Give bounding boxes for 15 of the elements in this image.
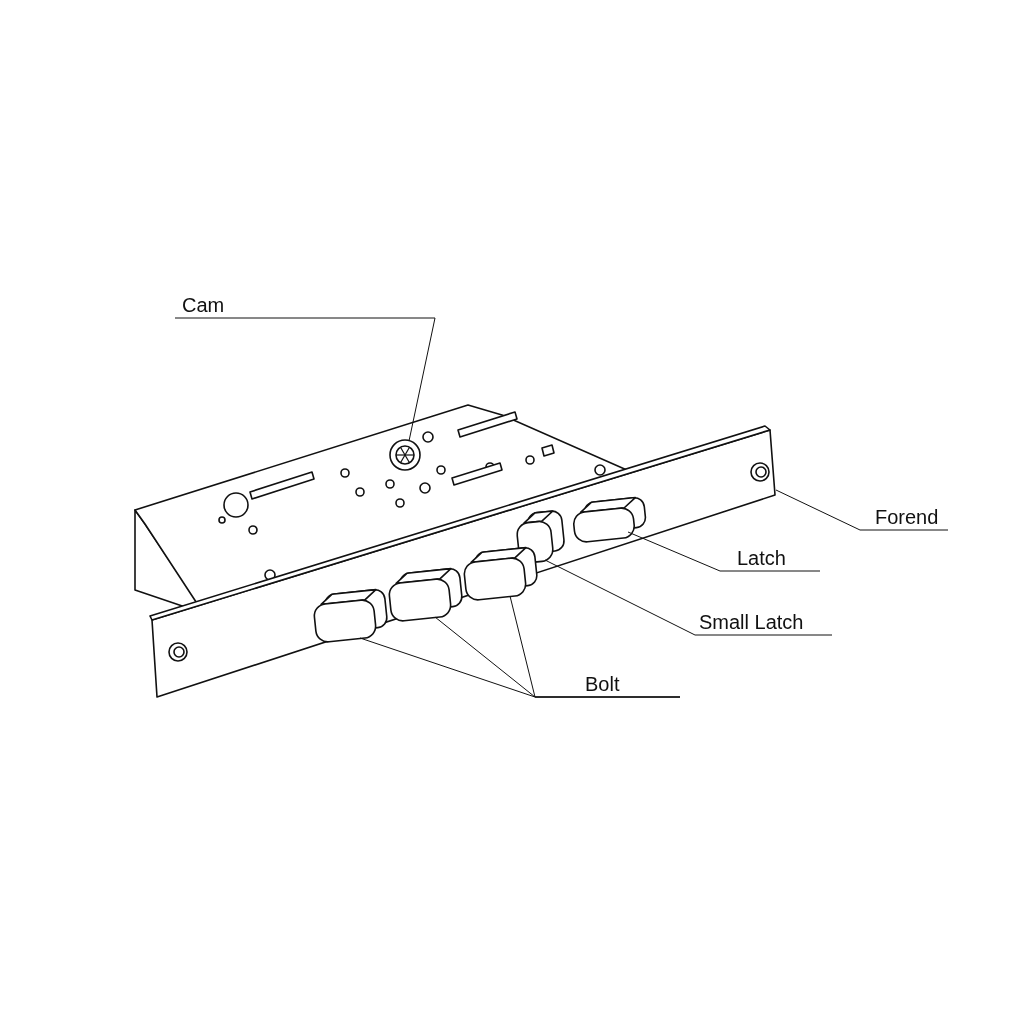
part-label: Forend xyxy=(875,506,939,528)
leader-line xyxy=(775,489,949,531)
part-label: Cam xyxy=(182,294,225,316)
leader-line xyxy=(627,531,821,572)
part-label: Small Latch xyxy=(699,611,804,633)
leader-line xyxy=(174,317,436,442)
leader-line xyxy=(509,595,681,698)
cam-part xyxy=(389,439,421,471)
part-label: Bolt xyxy=(585,673,620,695)
bolt-part xyxy=(312,587,389,644)
bolt-part xyxy=(387,566,464,623)
bolt-part xyxy=(462,545,539,602)
leader-line xyxy=(544,559,833,636)
part-label: Latch xyxy=(737,547,786,569)
latch-part xyxy=(571,495,648,544)
